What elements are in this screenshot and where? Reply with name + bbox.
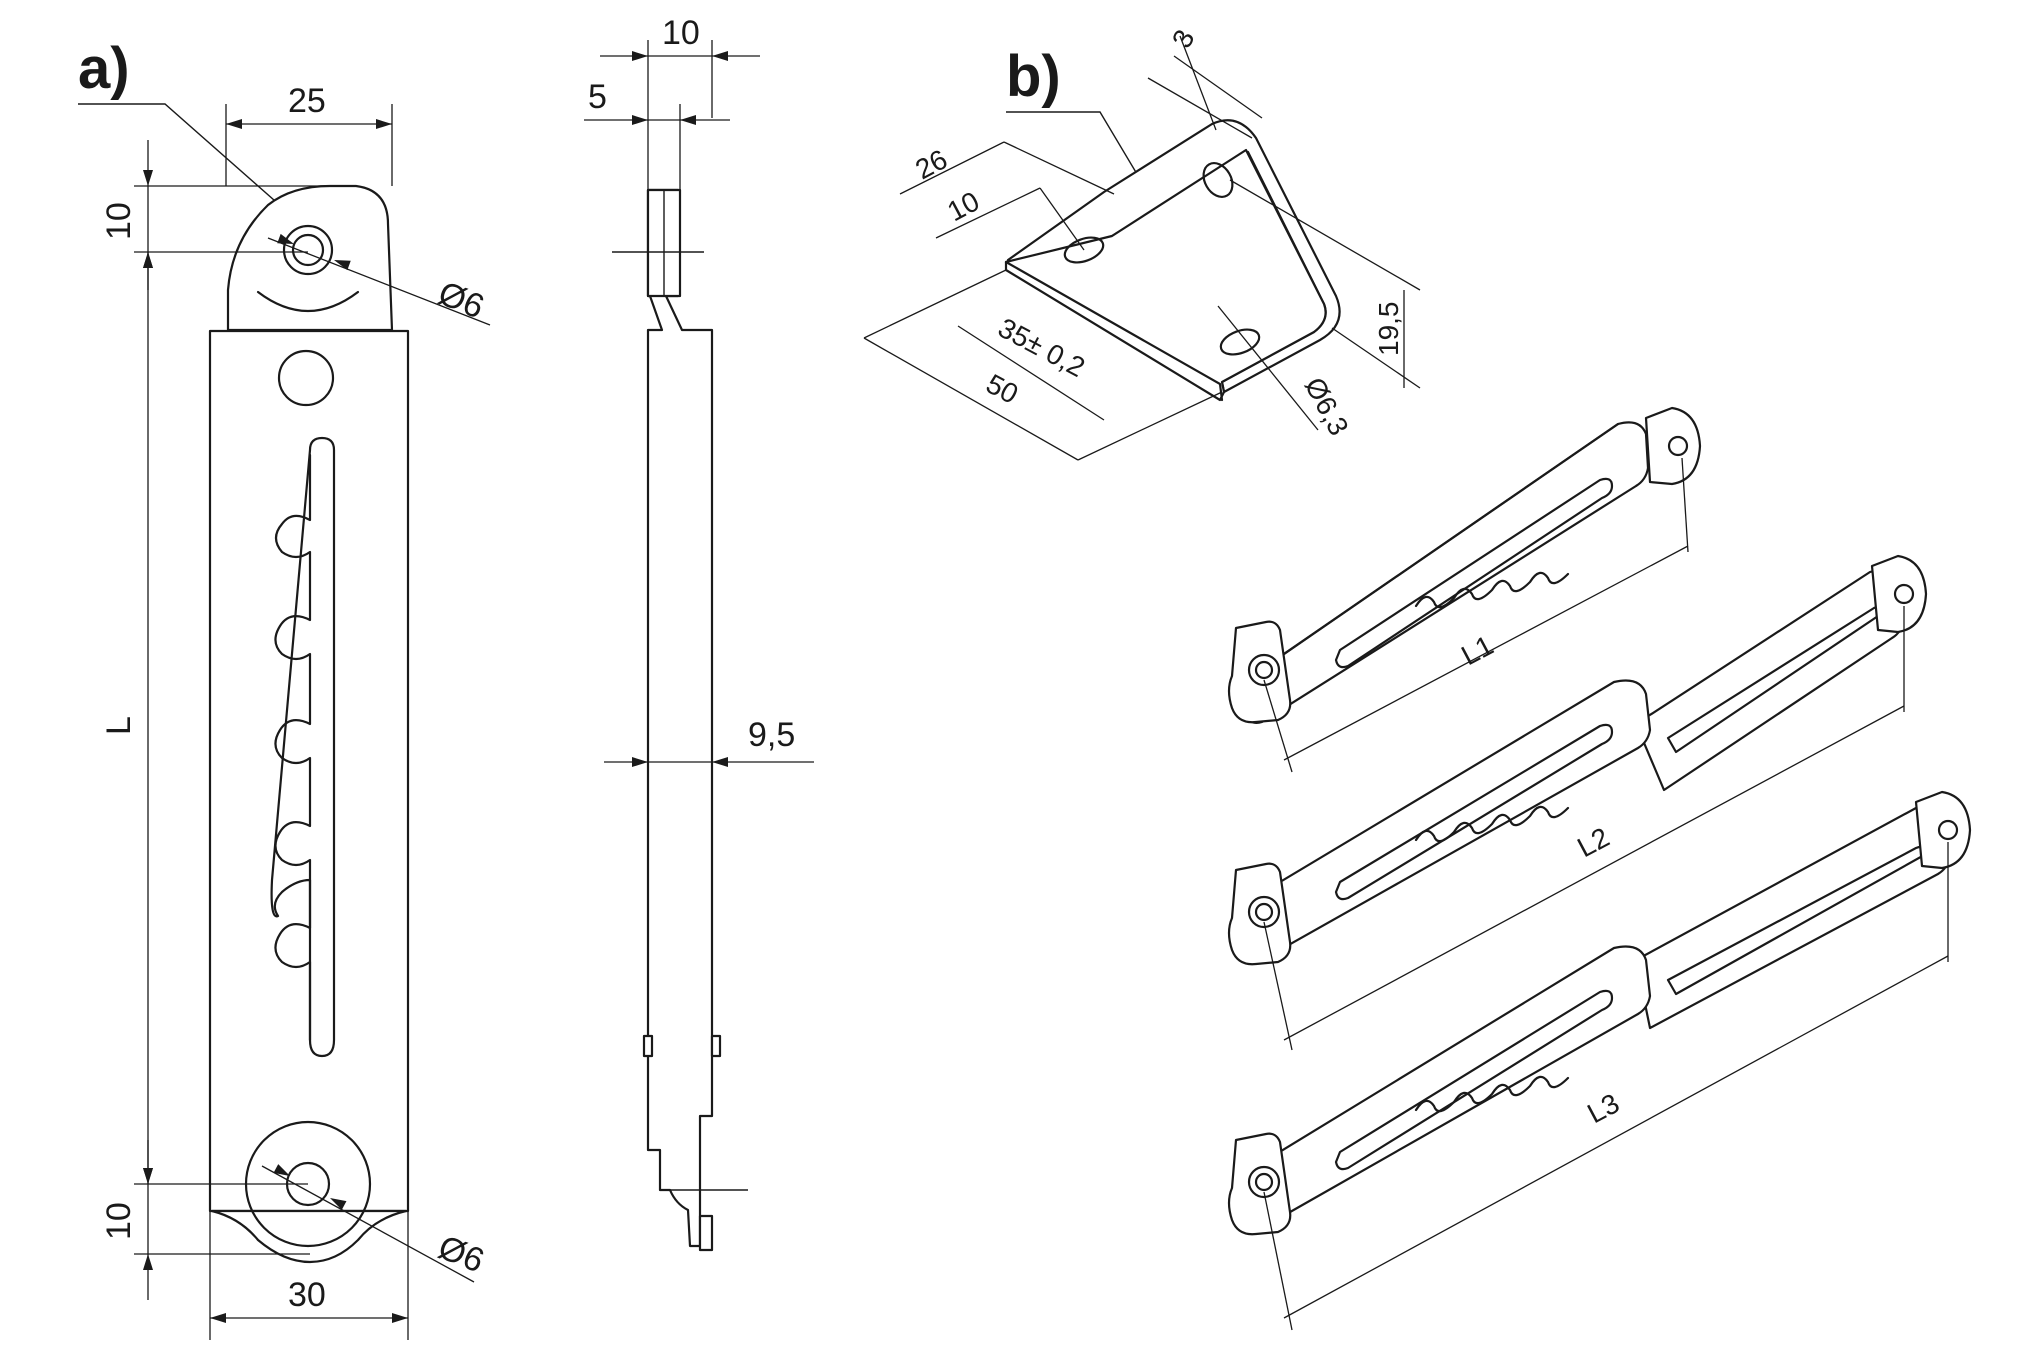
- label-l3: L3: [1582, 1087, 1624, 1129]
- top-lug: [226, 184, 394, 332]
- stay-l2-end: [1227, 862, 1292, 966]
- dim-length: 50: [981, 368, 1023, 410]
- dim-total-thickness: 10: [662, 14, 700, 52]
- stay-l1: L1: [1227, 406, 1702, 773]
- stay-l3-slot: [1334, 989, 1614, 1171]
- dim-flange-thickness: 5: [588, 78, 607, 116]
- top-hole-outer: [282, 224, 334, 276]
- dim-thickness: 3: [1166, 25, 1201, 53]
- stay-l2-pin: [1247, 895, 1281, 929]
- dim-hole-top: Ø6: [433, 274, 489, 326]
- dim-hole-spacing: 35± 0,2: [993, 312, 1090, 383]
- stay-l1-lug: [1644, 406, 1702, 486]
- stay-l3-end: [1227, 1132, 1292, 1236]
- stay-l2: L2: [1227, 554, 1928, 1051]
- stay-l1-slot: [1334, 477, 1614, 669]
- dim-length: L: [100, 716, 138, 735]
- bracket-hole-base-1: [1063, 236, 1105, 264]
- stay-l1-body: [1246, 421, 1650, 724]
- slot-notches: [274, 453, 312, 1042]
- leader-a: [78, 103, 309, 231]
- stay-l1-pin: [1247, 653, 1281, 687]
- bracket-hole-upright: [1202, 162, 1234, 198]
- stay-l2-body: [1246, 679, 1652, 962]
- stay-l3-lug: [1914, 790, 1972, 870]
- bracket-base: [1004, 148, 1327, 402]
- side-profile: [646, 188, 714, 1248]
- label-a: a): [78, 36, 130, 101]
- dim-10: 10: [942, 185, 984, 227]
- dim-width-bottom: 30: [288, 1276, 326, 1314]
- label-b: b): [1006, 44, 1061, 109]
- top-lug-arc: [256, 290, 360, 312]
- stay-l1-end: [1227, 620, 1292, 724]
- side-tab: [698, 1214, 714, 1252]
- side-view: 10 5 9,5: [584, 14, 814, 1252]
- bracket-hole-base-2: [1219, 328, 1261, 356]
- dim-top-offset: 10: [100, 202, 138, 240]
- dim-height: 19,5: [1373, 302, 1404, 357]
- slot-outline: [270, 436, 336, 1058]
- front-view: a) 25 10 Ø6: [78, 36, 491, 1340]
- stay-l3-inner: [1634, 805, 1952, 1030]
- dim-width-top: 25: [288, 82, 326, 120]
- dim-hole: Ø6,3: [1299, 372, 1355, 440]
- dim-body-thickness: 9,5: [748, 716, 795, 754]
- stay-l3: L3: [1227, 790, 1972, 1331]
- dim-26: 26: [910, 143, 952, 185]
- stay-l2-inner: [1634, 569, 1906, 792]
- stay-l3-pin: [1247, 1165, 1281, 1199]
- bracket-view: b) 3 26 10 35± 0,2 50 19: [863, 25, 1421, 461]
- plate-hole: [277, 349, 335, 407]
- stay-l3-body: [1246, 945, 1652, 1230]
- dim-hole-bottom: Ø6: [433, 1228, 489, 1280]
- dim-bottom-offset: 10: [100, 1202, 138, 1240]
- stay-l2-slot: [1334, 723, 1614, 901]
- side-nub-left: [642, 1034, 654, 1058]
- label-l2: L2: [1572, 821, 1614, 863]
- stay-l2-lug: [1870, 554, 1928, 634]
- side-nub-right: [710, 1034, 722, 1058]
- top-hole-inner: [291, 233, 325, 267]
